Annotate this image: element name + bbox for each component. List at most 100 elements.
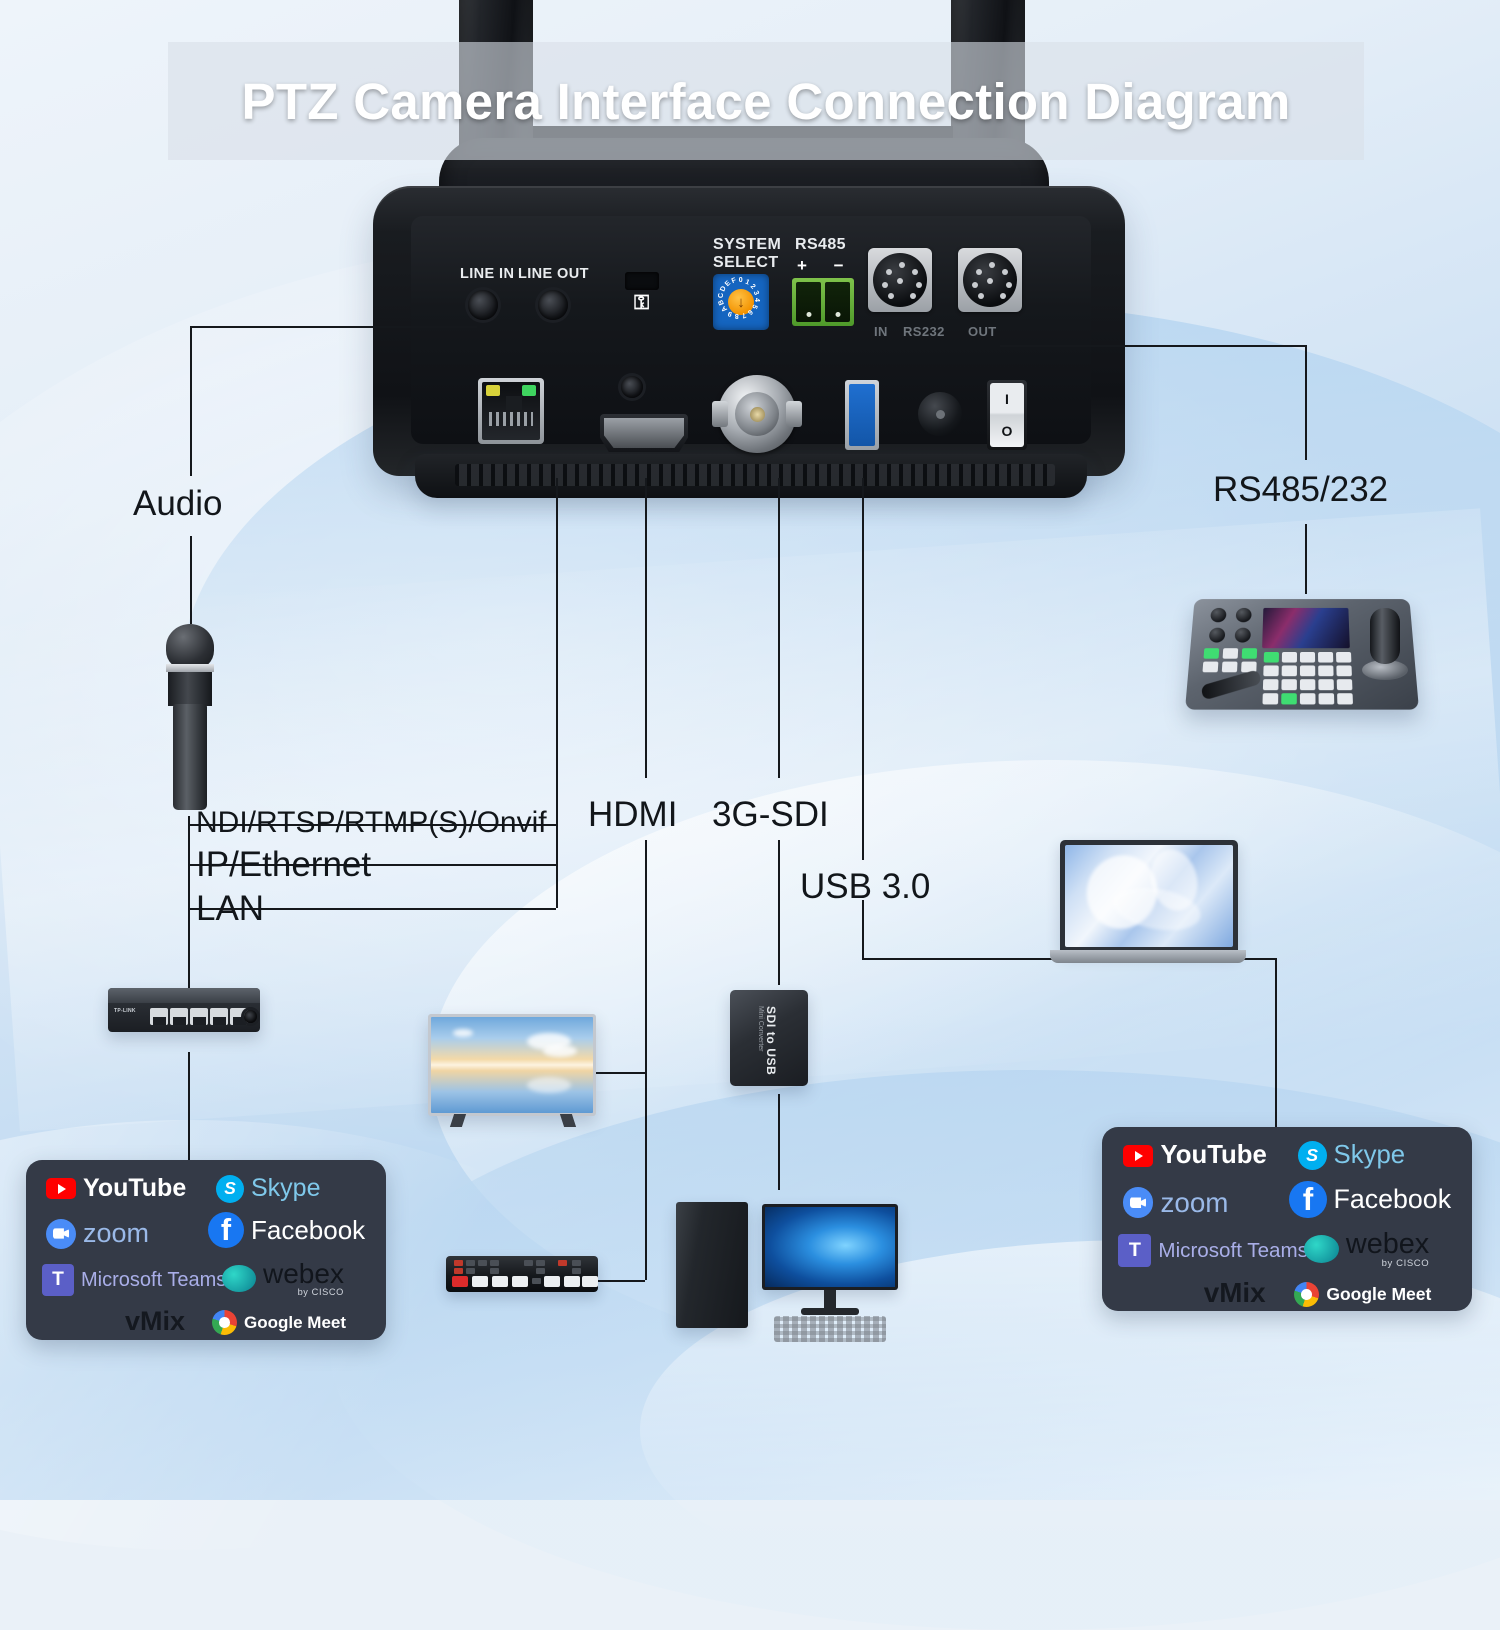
facebook-icon: f	[1289, 1180, 1327, 1218]
sdi-bnc-port[interactable]	[712, 375, 802, 453]
platform-item-google-meet: Google Meet	[212, 1310, 346, 1335]
skype-icon: S	[1297, 1141, 1327, 1171]
line-lan-horizontal	[188, 908, 556, 910]
rs485-terminal-minus[interactable]	[825, 282, 850, 322]
system-select-dial-knob[interactable]: ↓	[728, 289, 754, 315]
ptz-joystick-controller[interactable]	[1185, 594, 1430, 724]
controller-keypad-key-d[interactable]	[1318, 652, 1334, 663]
controller-keypad-key-j[interactable]	[1336, 665, 1352, 677]
power-switch[interactable]: I O	[987, 380, 1027, 450]
controller-keypad-key-k[interactable]	[1262, 679, 1279, 691]
pc-monitor-foot	[801, 1308, 859, 1315]
switcher-input-4	[544, 1276, 560, 1287]
usb-label: USB 3.0	[800, 867, 931, 906]
vmix-icon	[1166, 1278, 1197, 1309]
hdmi-port[interactable]	[600, 414, 688, 452]
video-switcher[interactable]	[446, 1256, 604, 1298]
controller-keypad-key-m[interactable]	[1299, 679, 1316, 691]
webex-icon	[1303, 1235, 1339, 1264]
rs485-terminal-plus[interactable]	[796, 282, 821, 322]
switch-port-1[interactable]	[150, 1008, 168, 1025]
rs485-232-label: RS485/232	[1213, 470, 1389, 509]
controller-keypad-key-g[interactable]	[1281, 665, 1297, 677]
controller-keypad-key-q[interactable]	[1299, 693, 1316, 705]
system-select-label-line2: SELECT	[713, 254, 779, 271]
rs485-label: RS485	[795, 236, 846, 253]
switch-port-2[interactable]	[170, 1008, 188, 1025]
sdi-bnc-center-pin	[749, 406, 765, 422]
controller-enter-key[interactable]	[1281, 693, 1297, 705]
controller-keypad-key-i[interactable]	[1318, 665, 1334, 677]
controller-func-key-3[interactable]	[1241, 648, 1258, 659]
sdi-to-usb-converter: Mini Converter SDI to USB	[730, 990, 814, 1092]
controller-func-key-1[interactable]	[1203, 648, 1220, 659]
platform-name: Microsoft Teams	[1158, 1238, 1308, 1262]
kensington-lock-slot	[625, 272, 659, 290]
switcher-input-3	[512, 1276, 528, 1287]
controller-knob-1[interactable]	[1210, 607, 1227, 623]
platform-item-vmix: vMix	[1166, 1277, 1266, 1309]
usb3-port[interactable]	[845, 380, 879, 450]
controller-knob-2[interactable]	[1235, 607, 1252, 623]
platform-subtitle: by CISCO	[1381, 1257, 1430, 1269]
controller-keypad-key-p[interactable]	[1262, 693, 1279, 705]
rs232-out-pins	[963, 253, 1017, 307]
controller-keypad-key-e[interactable]	[1336, 652, 1352, 663]
controller-keypad-key-b[interactable]	[1281, 652, 1297, 663]
rs485-terminal-block[interactable]	[792, 278, 854, 326]
pc-keyboard[interactable]	[774, 1316, 886, 1342]
television-foot-left	[449, 1114, 467, 1127]
controller-keypad-key-c[interactable]	[1299, 652, 1316, 663]
dial-char-0: 0	[738, 277, 743, 284]
line-in-jack[interactable]	[468, 290, 498, 320]
video-switcher-body[interactable]	[446, 1256, 598, 1292]
desktop-computer	[676, 1196, 906, 1346]
line-audio-vertical-bottom	[190, 536, 192, 624]
platform-name: Facebook	[1333, 1183, 1452, 1214]
line-sdi-to-pc	[778, 1094, 780, 1190]
switcher-input-6	[582, 1276, 598, 1287]
controller-lcd-screen	[1262, 607, 1350, 649]
kensington-lock-icon: ⚿	[634, 292, 650, 314]
line-out-jack[interactable]	[538, 290, 568, 320]
controller-t-bar[interactable]	[1200, 669, 1262, 701]
controller-keypad-key-l[interactable]	[1281, 679, 1297, 691]
platform-name: zoom	[83, 1218, 150, 1248]
panel-screw	[621, 376, 643, 398]
platform-name: vMix	[125, 1306, 186, 1336]
line-rs485-horizontal	[1000, 345, 1305, 347]
controller-keypad-key-o[interactable]	[1336, 679, 1353, 691]
platform-item-zoom: zoom	[1122, 1187, 1228, 1219]
dial-char-5: 5	[750, 303, 759, 310]
controller-func-key-4[interactable]	[1202, 661, 1219, 673]
controller-keypad-key-a[interactable]	[1263, 652, 1279, 663]
controller-keypad-key-f[interactable]	[1263, 665, 1279, 677]
lan-rj45-port[interactable]	[478, 378, 544, 444]
controller-keypad-key-r[interactable]	[1318, 693, 1335, 705]
controller-keypad-key-s[interactable]	[1337, 693, 1353, 705]
controller-func-key-2[interactable]	[1222, 648, 1239, 659]
controller-keypad-key-h[interactable]	[1299, 665, 1316, 677]
rs232-in-port[interactable]	[868, 248, 932, 312]
platform-item-youtube: YouTube	[1122, 1141, 1267, 1170]
rs232-text: RS232	[903, 324, 945, 339]
controller-func-key-5[interactable]	[1221, 661, 1238, 673]
controller-keypad-key-n[interactable]	[1318, 679, 1334, 691]
power-switch-rocker[interactable]: I O	[990, 383, 1024, 447]
switch-port-5[interactable]	[230, 1008, 248, 1025]
platform-subtitle: by CISCO	[297, 1287, 344, 1297]
switch-port-4[interactable]	[210, 1008, 228, 1025]
controller-knob-4[interactable]	[1234, 627, 1251, 643]
rs232-in-text: IN	[874, 324, 888, 339]
converter-subtitle: Mini Converter	[757, 1006, 764, 1052]
sdi-bnc-inner	[735, 392, 779, 436]
joystick-lever[interactable]	[1370, 608, 1400, 664]
microphone	[160, 624, 220, 824]
rs232-out-port[interactable]	[958, 248, 1022, 312]
dc-power-jack[interactable]	[918, 392, 962, 436]
controller-knob-3[interactable]	[1208, 627, 1226, 643]
teams-icon: T	[1118, 1234, 1152, 1268]
switch-port-3[interactable]	[190, 1008, 208, 1025]
